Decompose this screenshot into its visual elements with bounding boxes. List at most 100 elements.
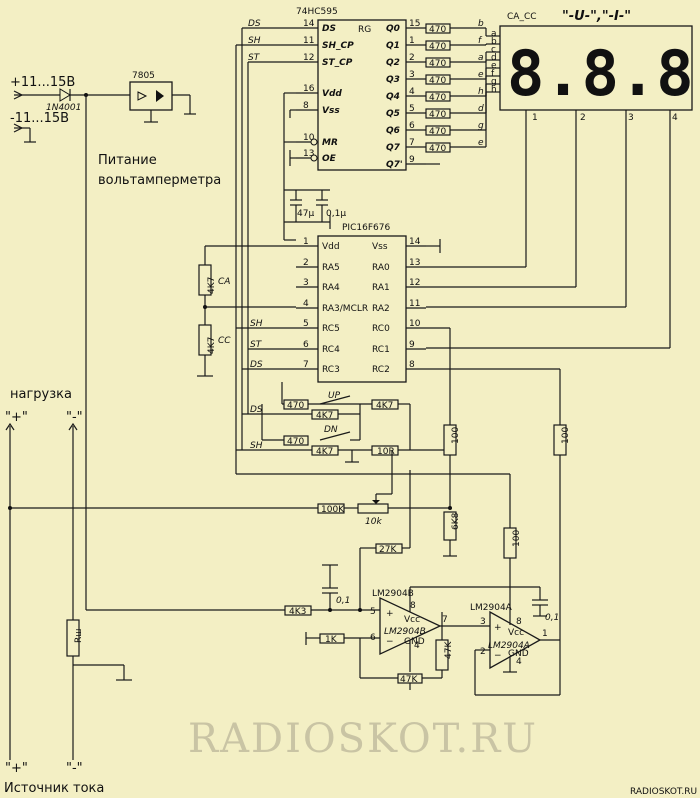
load-plus: "+": [5, 410, 28, 425]
watermark-small: RADIOSKOT.RU: [630, 787, 697, 797]
r-ds-4k7: 4K7: [316, 411, 333, 421]
sr-pin-name: Vss: [322, 106, 340, 116]
opamp-a-pin1: 1: [542, 629, 548, 639]
button-dn: DN: [324, 425, 338, 435]
sr-net-label: SH: [248, 36, 261, 46]
r-100-rc2: 100: [561, 427, 571, 444]
display-pin-label: 3: [628, 113, 634, 123]
r-shunt: Rш: [74, 629, 84, 644]
display-type-label: CA_CC: [507, 12, 537, 22]
seg-letter: g: [478, 121, 484, 131]
opamp-b-title: LM2904B: [372, 589, 414, 599]
r-100-rc0: 100: [451, 427, 461, 444]
mcu-pin-num: 4: [303, 299, 309, 309]
sr-pin-name: SH_CP: [322, 41, 354, 51]
r-100k: 100K: [321, 505, 345, 515]
opamp-a-pin2: 2: [480, 647, 486, 657]
mcu-title: PIC16F676: [342, 223, 390, 233]
opamp-lm2904a: LM2904A LM2904A Vcc GND 3 2 1 8 4 + − 0,…: [470, 587, 559, 673]
seg-resistor-value: 470: [429, 93, 446, 103]
opamp-b-gnd: GND: [404, 637, 425, 647]
load-minus: "-": [66, 410, 83, 425]
display-seg-letter: f: [491, 69, 495, 79]
mcu-pin-name-right: RC2: [372, 365, 390, 375]
mcu-pin-name: RC5: [322, 324, 340, 334]
sr-pin-num: 13: [303, 149, 314, 159]
opamp-b-pin6: 6: [370, 633, 376, 643]
mcu-pin-num-right: 11: [409, 299, 420, 309]
power-note-line1: Питание: [98, 153, 157, 168]
sr-out-num: 3: [409, 70, 415, 80]
sr-pin-num: 8: [303, 101, 309, 111]
net-ds-2: DS: [250, 405, 263, 415]
jumper-cc: CC: [218, 336, 231, 346]
opamp-a-pin4: 4: [516, 657, 522, 667]
sr-out-name: Q3: [386, 75, 400, 85]
opamp-b-pin8: 8: [410, 601, 416, 611]
mcu-pin-num: 7: [303, 360, 309, 370]
sr-pin-name: MR: [322, 138, 338, 148]
sr-pin-num: 11: [303, 36, 314, 46]
display-pin-label: 2: [580, 113, 586, 123]
sr-out-name: Q0: [386, 24, 400, 34]
display-pin-label: 4: [672, 113, 678, 123]
source-plus: "+": [5, 761, 28, 776]
svg-text:−: −: [494, 651, 502, 661]
opamp-a-pin8: 8: [516, 617, 522, 627]
seg-resistor-value: 470: [429, 59, 446, 69]
r-up-470: 470: [287, 401, 304, 411]
mcu-pin-name-right: RA1: [372, 283, 390, 293]
sr-out-num: 7: [409, 138, 415, 148]
sr-out-num: 6: [409, 121, 415, 131]
mcu-pin-name: RA3/MCLR: [322, 304, 368, 314]
source-minus: "-": [66, 761, 83, 776]
opamp-a-title: LM2904A: [470, 603, 513, 613]
sr-pin-num: 10: [303, 133, 315, 143]
mcu-pin-num-right: 9: [409, 340, 415, 350]
sr-out-num: 2: [409, 53, 415, 63]
mcu-pin-num-right: 14: [409, 237, 421, 247]
net-sh-2: SH: [250, 441, 263, 451]
r-1k: 1K: [325, 635, 338, 645]
source-title: Источник тока: [4, 781, 104, 796]
seg-letter: a: [478, 53, 484, 63]
mcu-pin-name: RA5: [322, 263, 340, 273]
mcu-net-label: DS: [250, 360, 263, 370]
opamp-b-pin5: 5: [370, 607, 376, 617]
svg-text:−: −: [386, 637, 394, 647]
seg-resistor-value: 470: [429, 127, 446, 137]
r-dn-470: 470: [287, 437, 304, 447]
r-cc-value: 4K7: [207, 337, 217, 354]
svg-text:+: +: [386, 609, 394, 619]
r-sh-4k7: 4K7: [316, 447, 333, 457]
sr-pin-name: ST_CP: [322, 58, 353, 68]
opamp-b-label: LM2904B: [384, 627, 426, 637]
mcu-pin-num: 5: [303, 319, 309, 329]
cap-47u: 47µ: [297, 209, 314, 219]
mcu-pin-name-right: RA2: [372, 304, 390, 314]
opamp-lm2904b: LM2904B LM2904B Vcc GND 5 6 7 8 4 + −: [370, 586, 540, 672]
jumper-ca: CA: [218, 277, 230, 287]
mcu-pin-num: 1: [303, 237, 309, 247]
sr-pin-num: 14: [303, 19, 315, 29]
mcu-pin-num: 6: [303, 340, 309, 350]
display-digits: 8.8.8.8: [507, 37, 700, 110]
sr-pin-name: DS: [322, 24, 336, 34]
sr-out-name: Q7: [386, 143, 401, 153]
opamp-b-pin7: 7: [442, 615, 448, 625]
power-note-line2: вольтамперметра: [98, 173, 221, 188]
pot-10k: 10k: [365, 517, 382, 527]
display-modes-label: "-U-","-I-": [562, 9, 631, 24]
mcu-pin-name-right: RC1: [372, 345, 390, 355]
power-input: +11...15В -11...15В 1N4001 7805 Питание …: [10, 71, 285, 611]
seg-resistor-value: 470: [429, 144, 446, 154]
buttons-area: 470 UP 4K7 DS 4K7 470 DN SH 4K7 10R: [236, 382, 450, 463]
display-pin-label: 1: [532, 113, 538, 123]
r-47k-h: 47K: [400, 675, 418, 685]
opamp-a-gnd: GND: [508, 649, 529, 659]
